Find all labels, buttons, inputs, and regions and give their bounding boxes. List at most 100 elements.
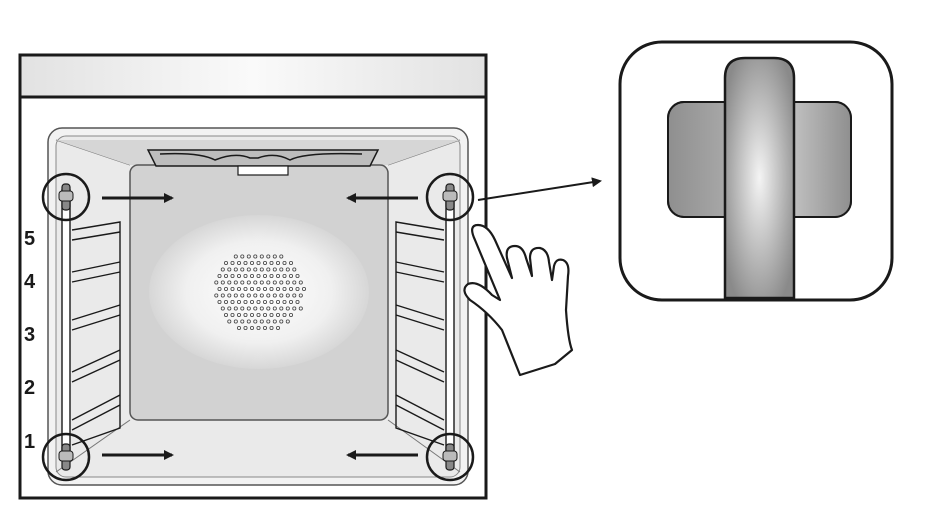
fan-hole [249, 286, 254, 291]
fan-hole [256, 312, 261, 317]
fan-hole [233, 306, 238, 311]
fan-hole [275, 286, 280, 291]
fan-hole [282, 312, 287, 317]
fan-hole [269, 273, 274, 278]
fan-hole [214, 280, 219, 285]
fan-hole [240, 280, 245, 285]
fan-hole [279, 254, 284, 259]
fan-hole [230, 286, 235, 291]
fan-hole [285, 293, 290, 298]
fan-hole [240, 267, 245, 272]
fan-hole [275, 325, 280, 330]
fan-hole [266, 306, 271, 311]
fan-hole [262, 286, 267, 291]
fan-hole [236, 273, 241, 278]
fan-hole [223, 299, 228, 304]
fan-hole [243, 299, 248, 304]
heating-element-icon [146, 149, 380, 176]
fan-hole [275, 299, 280, 304]
fan-hole [295, 286, 300, 291]
fan-hole [272, 319, 277, 324]
fan-hole [292, 267, 297, 272]
shelf-level-5-label: 5 [24, 228, 36, 250]
fan-hole [272, 254, 277, 259]
fan-hole [275, 312, 280, 317]
fan-hole [256, 325, 261, 330]
fan-hole [233, 254, 238, 259]
fan-hole [220, 293, 225, 298]
fan-hole [285, 306, 290, 311]
fan-hole [220, 280, 225, 285]
fan-hole [262, 312, 267, 317]
fan-hole [285, 319, 290, 324]
fan-hole [269, 299, 274, 304]
fan-hole [240, 254, 245, 259]
fan-hole [285, 267, 290, 272]
fan-hole [243, 312, 248, 317]
fan-hole [288, 312, 293, 317]
fan-hole [227, 293, 232, 298]
fan-hole [279, 293, 284, 298]
fan-hole [279, 319, 284, 324]
fan-hole [269, 325, 274, 330]
fan-hole [266, 293, 271, 298]
fan-hole [240, 319, 245, 324]
fan-hole [236, 325, 241, 330]
fan-hole [240, 306, 245, 311]
fan-hole [288, 273, 293, 278]
fan-hole [256, 299, 261, 304]
fan-hole [266, 280, 271, 285]
fan-hole [246, 293, 251, 298]
shelf-level-1-label: 1 [24, 431, 36, 453]
clip-bottom-right [425, 432, 475, 482]
fan-hole [282, 286, 287, 291]
shelf-level-4-label: 4 [24, 271, 36, 293]
fan-hole [256, 273, 261, 278]
fan-hole [230, 273, 235, 278]
fan-hole [279, 267, 284, 272]
fan-hole [262, 299, 267, 304]
fan-hole [272, 306, 277, 311]
fan-hole [259, 319, 264, 324]
fan-hole [295, 299, 300, 304]
fan-hole [223, 286, 228, 291]
fan-hole [279, 306, 284, 311]
shelf-level-3-label: 3 [24, 324, 36, 346]
fan-hole [259, 293, 264, 298]
clip-top-right [425, 172, 475, 222]
pointing-hand-icon [463, 223, 574, 377]
detail-pointer-arrow [477, 177, 602, 201]
fan-hole [253, 293, 258, 298]
fan-hole [243, 273, 248, 278]
fan-hole [292, 293, 297, 298]
fan-hole [236, 299, 241, 304]
fan-hole [236, 260, 241, 265]
fan-hole [230, 299, 235, 304]
fan-hole [233, 280, 238, 285]
fan-hole [233, 319, 238, 324]
fan-hole [233, 267, 238, 272]
fan-hole [230, 312, 235, 317]
fan-hole [223, 260, 228, 265]
fan-hole [282, 273, 287, 278]
fan-hole [253, 319, 258, 324]
fan-hole [217, 286, 222, 291]
fan-hole [223, 273, 228, 278]
fan-hole [253, 267, 258, 272]
fan-hole [259, 306, 264, 311]
fan-hole [236, 286, 241, 291]
fan-hole [285, 280, 290, 285]
fan-hole [269, 260, 274, 265]
fan-hole [256, 286, 261, 291]
fan-hole [259, 280, 264, 285]
fan-hole [266, 267, 271, 272]
fan-hole [272, 293, 277, 298]
fan-hole [275, 260, 280, 265]
fan-hole [217, 299, 222, 304]
fan-hole [243, 325, 248, 330]
fan-hole [236, 312, 241, 317]
fan-hole [266, 254, 271, 259]
fan-hole [301, 286, 306, 291]
fan-hole [246, 306, 251, 311]
